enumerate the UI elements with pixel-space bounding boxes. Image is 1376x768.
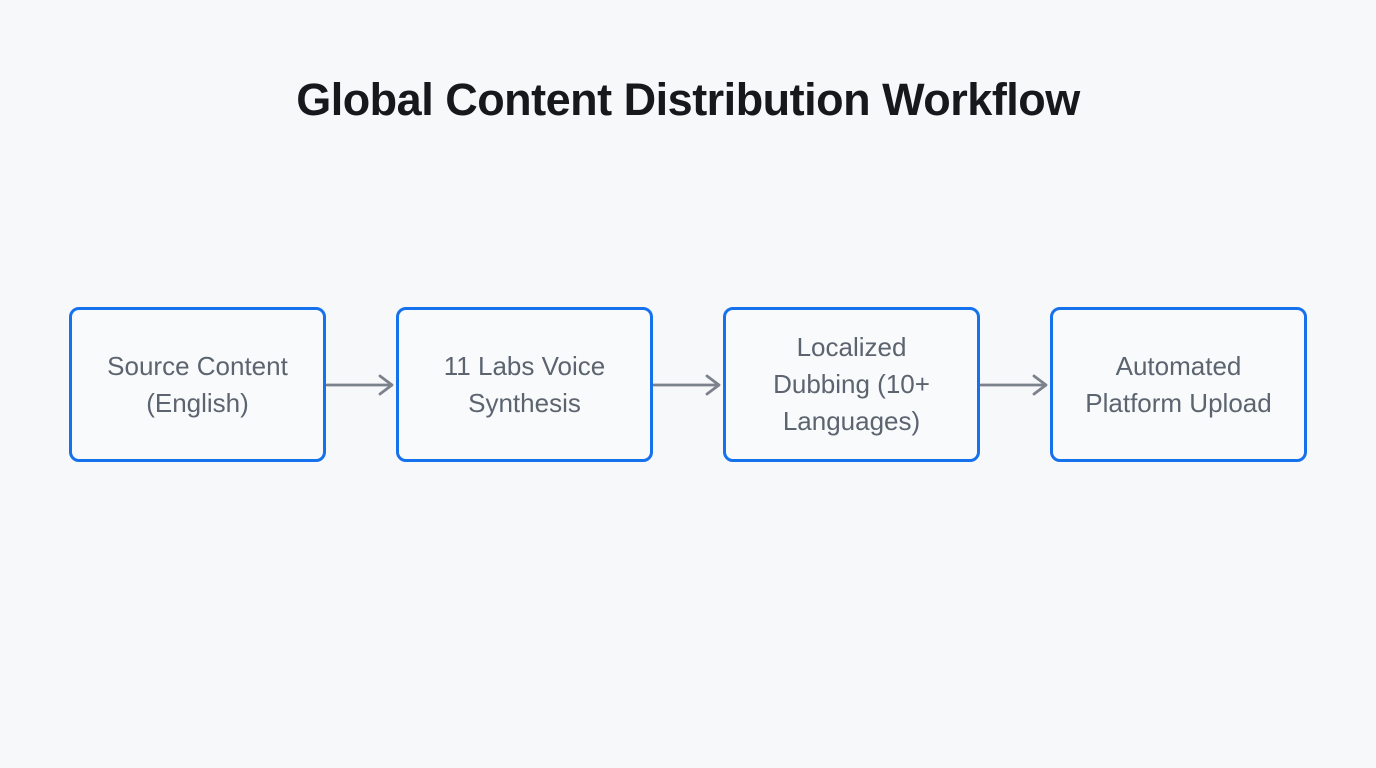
arrow-right-icon xyxy=(326,307,396,462)
arrow-right-icon xyxy=(653,307,723,462)
flow-node-label: 11 Labs Voice Synthesis xyxy=(443,350,606,418)
flow-node-label: Automated Platform Upload xyxy=(1085,350,1272,418)
flow-node-label: Source Content (English) xyxy=(107,350,288,418)
flow-node-label: Localized Dubbing (10+ Languages) xyxy=(773,332,930,436)
flow-node-platform-upload: Automated Platform Upload xyxy=(1050,307,1307,462)
flow-node-voice-synthesis: 11 Labs Voice Synthesis xyxy=(396,307,653,462)
workflow-diagram: Source Content (English) 11 Labs Voice S… xyxy=(0,307,1376,462)
arrow-right-icon xyxy=(980,307,1050,462)
flow-node-source-content: Source Content (English) xyxy=(69,307,326,462)
flow-node-localized-dubbing: Localized Dubbing (10+ Languages) xyxy=(723,307,980,462)
diagram-title: Global Content Distribution Workflow xyxy=(296,74,1080,125)
